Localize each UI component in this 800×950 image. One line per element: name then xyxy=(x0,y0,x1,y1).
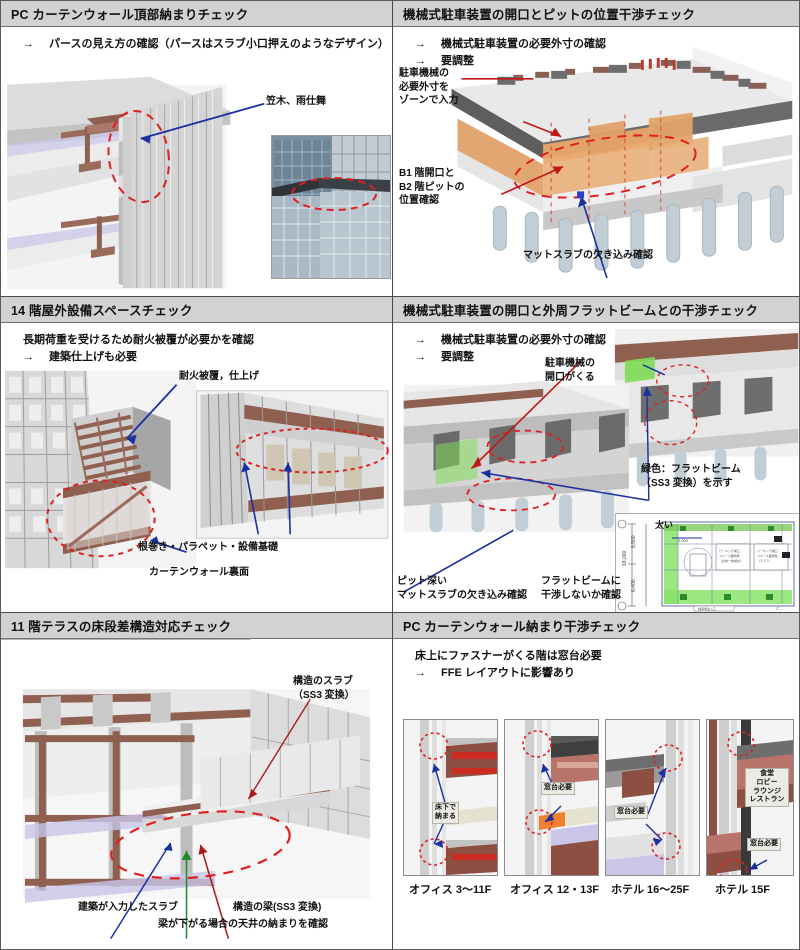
panel-title: 機械式駐車装置の開口と外周フラットビームとの干渉チェック xyxy=(393,297,799,323)
label-b1-b2-position: B1 階開口と B2 階ピットの 位置確認 xyxy=(399,168,465,206)
panel-title: 14 階屋外設備スペースチェック xyxy=(1,297,392,323)
svg-text:18,000: 18,000 xyxy=(622,550,628,566)
label-parking-opening: 駐車機械の 開口がくる xyxy=(545,358,595,383)
thumbnail-grid: 床下で 納まる xyxy=(393,639,799,949)
arrow-marker: → xyxy=(415,351,426,364)
thumb-note: 窓台必要 xyxy=(614,806,648,819)
panel-bullets: 床上にファスナーがくる階は窓台必要 → FFE レイアウトに影響あり xyxy=(393,639,799,682)
thumb-note: 床下で 納まる xyxy=(432,802,459,824)
thumbnail-office-3-11f: 床下で 納まる xyxy=(403,719,498,876)
arrow-marker: → xyxy=(415,334,426,346)
svg-text:パーキング開口: パーキング開口 xyxy=(757,548,778,553)
panel-title: PC カーテンウォール頂部納まりチェック xyxy=(1,1,392,27)
bullet-text: 要調整 xyxy=(441,351,474,364)
panel-bullets: → 機械式駐車装置の必要外寸の確認 → 要調整 xyxy=(393,323,799,366)
svg-text:スペース要調整: スペース要調整 xyxy=(719,553,740,558)
label-flatbeam-clash: フラットビームに 干渉しないか確認 xyxy=(541,576,621,601)
panel-bullets: → パースの見え方の確認（パースはスラブ小口押えのようなデザイン） xyxy=(1,27,392,53)
thumbnail-office-12-13f: 窓台必要 xyxy=(504,719,599,876)
label-mat-slab-notch: マットスラブの欠き込み確認 xyxy=(523,250,653,261)
svg-text:8,500: 8,500 xyxy=(631,535,637,548)
panel-parking-flatbeam: 機械式駐車装置の開口と外周フラットビームとの干渉チェック → 機械式駐車装置の必要… xyxy=(393,297,799,613)
bullet-text: 機械式駐車装置の必要外寸の確認 xyxy=(441,334,606,346)
bullet-text: 建築仕上げも必要 xyxy=(49,351,137,364)
svg-text:駐車場出入口: 駐車場出入口 xyxy=(698,606,716,611)
panel-pc-curtainwall-clash: PC カーテンウォール納まり干渉チェック 床上にファスナーがくる階は窓台必要 →… xyxy=(393,613,799,949)
panel-title: PC カーテンウォール納まり干渉チェック xyxy=(393,613,799,639)
panel-title: 機械式駐車装置の開口とピットの位置干渉チェック xyxy=(393,1,799,27)
thumb-room-list: 食堂 ロビー ラウンジ レストラン xyxy=(745,768,789,807)
arrow-marker: → xyxy=(415,667,426,680)
bullet-text: 床上にファスナーがくる階は窓台必要 xyxy=(415,650,602,662)
thumbnail-hotel-15f: 食堂 ロビー ラウンジ レストラン 窓台必要 xyxy=(706,719,794,876)
svg-text:（ＳＳ３）: （ＳＳ３） xyxy=(757,559,772,563)
thumbnail-hotel-16-25f: 窓台必要 xyxy=(605,719,700,876)
label-nemaki-parapet-base: 根巻き・パラペット・設備基礎 xyxy=(138,542,278,553)
arrow-marker: → xyxy=(415,38,426,50)
label-curtainwall-backside: カーテンウォール裏面 xyxy=(149,567,249,578)
svg-text:スペース要調整: スペース要調整 xyxy=(757,553,778,558)
photo-building-corner xyxy=(271,135,391,279)
caption-hotel-15f: ホテル 15F xyxy=(715,884,771,896)
thumb-note: 窓台必要 xyxy=(541,782,575,795)
thumb-note: 窓台必要 xyxy=(747,838,781,851)
svg-text:6,400: 6,400 xyxy=(631,579,637,592)
bullet-text: 長期荷重を受けるため耐火被覆が必要かを確認 xyxy=(23,334,254,346)
panel-illustration: 笠木、雨仕舞 xyxy=(1,27,392,296)
label-structural-slab: 構造のスラブ （SS3 変換） xyxy=(293,676,355,701)
caption-office-3-11f: オフィス 3〜11F xyxy=(409,884,492,896)
panel-illustration: 耐火被覆，仕上げ 根巻き・パラペット・設備基礎 カーテンウォール裏面 xyxy=(1,323,392,612)
label-parking-zone-input: 駐車機械の 必要外寸を ゾーンで入力 xyxy=(399,68,459,106)
svg-text:（全体一体検討）: （全体一体検討） xyxy=(719,558,743,563)
cad-plan-drawing: 8,500 6,400 18,000 xyxy=(615,513,799,612)
bullet-text: 機械式駐車装置の必要外寸の確認 xyxy=(441,38,606,50)
label-arch-input-slab: 建築が入力したスラブ xyxy=(78,902,178,913)
label-kasagi-amajimai: 笠木、雨仕舞 xyxy=(266,96,326,107)
callout-circle xyxy=(107,109,170,204)
label-pit-deep: ピット深い マットスラブの欠き込み確認 xyxy=(397,576,527,601)
callout-circle xyxy=(110,810,291,880)
label-ceiling-check: 梁が下がる場合の天井の納まりを確認 xyxy=(158,919,328,930)
label-structural-beam: 構造の梁(SS3 変換) xyxy=(233,902,322,913)
svg-text:Ｃ→: Ｃ→ xyxy=(776,607,783,611)
svg-text:2,000: 2,000 xyxy=(678,538,689,543)
bullet-text: FFE レイアウトに影響あり xyxy=(441,667,575,680)
panel-bullets: 長期荷重を受けるため耐火被覆が必要かを確認 → 建築仕上げも必要 xyxy=(1,323,392,366)
panel-floor14-outdoor-equipment: 14 階屋外設備スペースチェック 長期荷重を受けるため耐火被覆が必要かを確認 →… xyxy=(1,297,393,613)
panel-pc-curtainwall-top: PC カーテンウォール頂部納まりチェック → パースの見え方の確認（パースはスラブ… xyxy=(1,1,393,297)
callout-circle xyxy=(235,427,389,474)
arrow-marker: → xyxy=(23,351,34,364)
arrow-marker: → xyxy=(415,55,426,68)
panel-illustration: 駐車機械の 必要外寸を ゾーンで入力 B1 階開口と B2 階ピットの 位置確認… xyxy=(393,27,799,296)
label-green-flatbeam: 緑色：フラットビーム （SS3 変換）を示す xyxy=(641,464,741,489)
svg-text:パーキング開口: パーキング開口 xyxy=(719,548,740,553)
callout-circle xyxy=(513,134,697,199)
caption-hotel-16-25f: ホテル 16〜25F xyxy=(611,884,690,896)
bullet-text: パースの見え方の確認（パースはスラブ小口押えのようなデザイン） xyxy=(49,38,389,50)
panel-illustration: 構造のスラブ （SS3 変換） 建築が入力したスラブ 構造の梁(SS3 変換) … xyxy=(1,638,392,949)
arrow-marker: → xyxy=(23,38,34,50)
panel-floor11-terrace-step: 11 階テラスの床段差構造対応チェック xyxy=(1,613,393,949)
panel-illustration: 8,500 6,400 18,000 xyxy=(393,323,799,612)
label-fireproofing-finish: 耐火被覆，仕上げ xyxy=(179,371,259,382)
panel-mechanical-parking-pit: 機械式駐車装置の開口とピットの位置干渉チェック → 機械式駐車装置の必要外寸の確認… xyxy=(393,1,799,297)
panel-title: 11 階テラスの床段差構造対応チェック xyxy=(1,613,392,639)
caption-office-12-13f: オフィス 12・13F xyxy=(510,884,600,896)
label-thick-note: 太い xyxy=(655,520,674,530)
